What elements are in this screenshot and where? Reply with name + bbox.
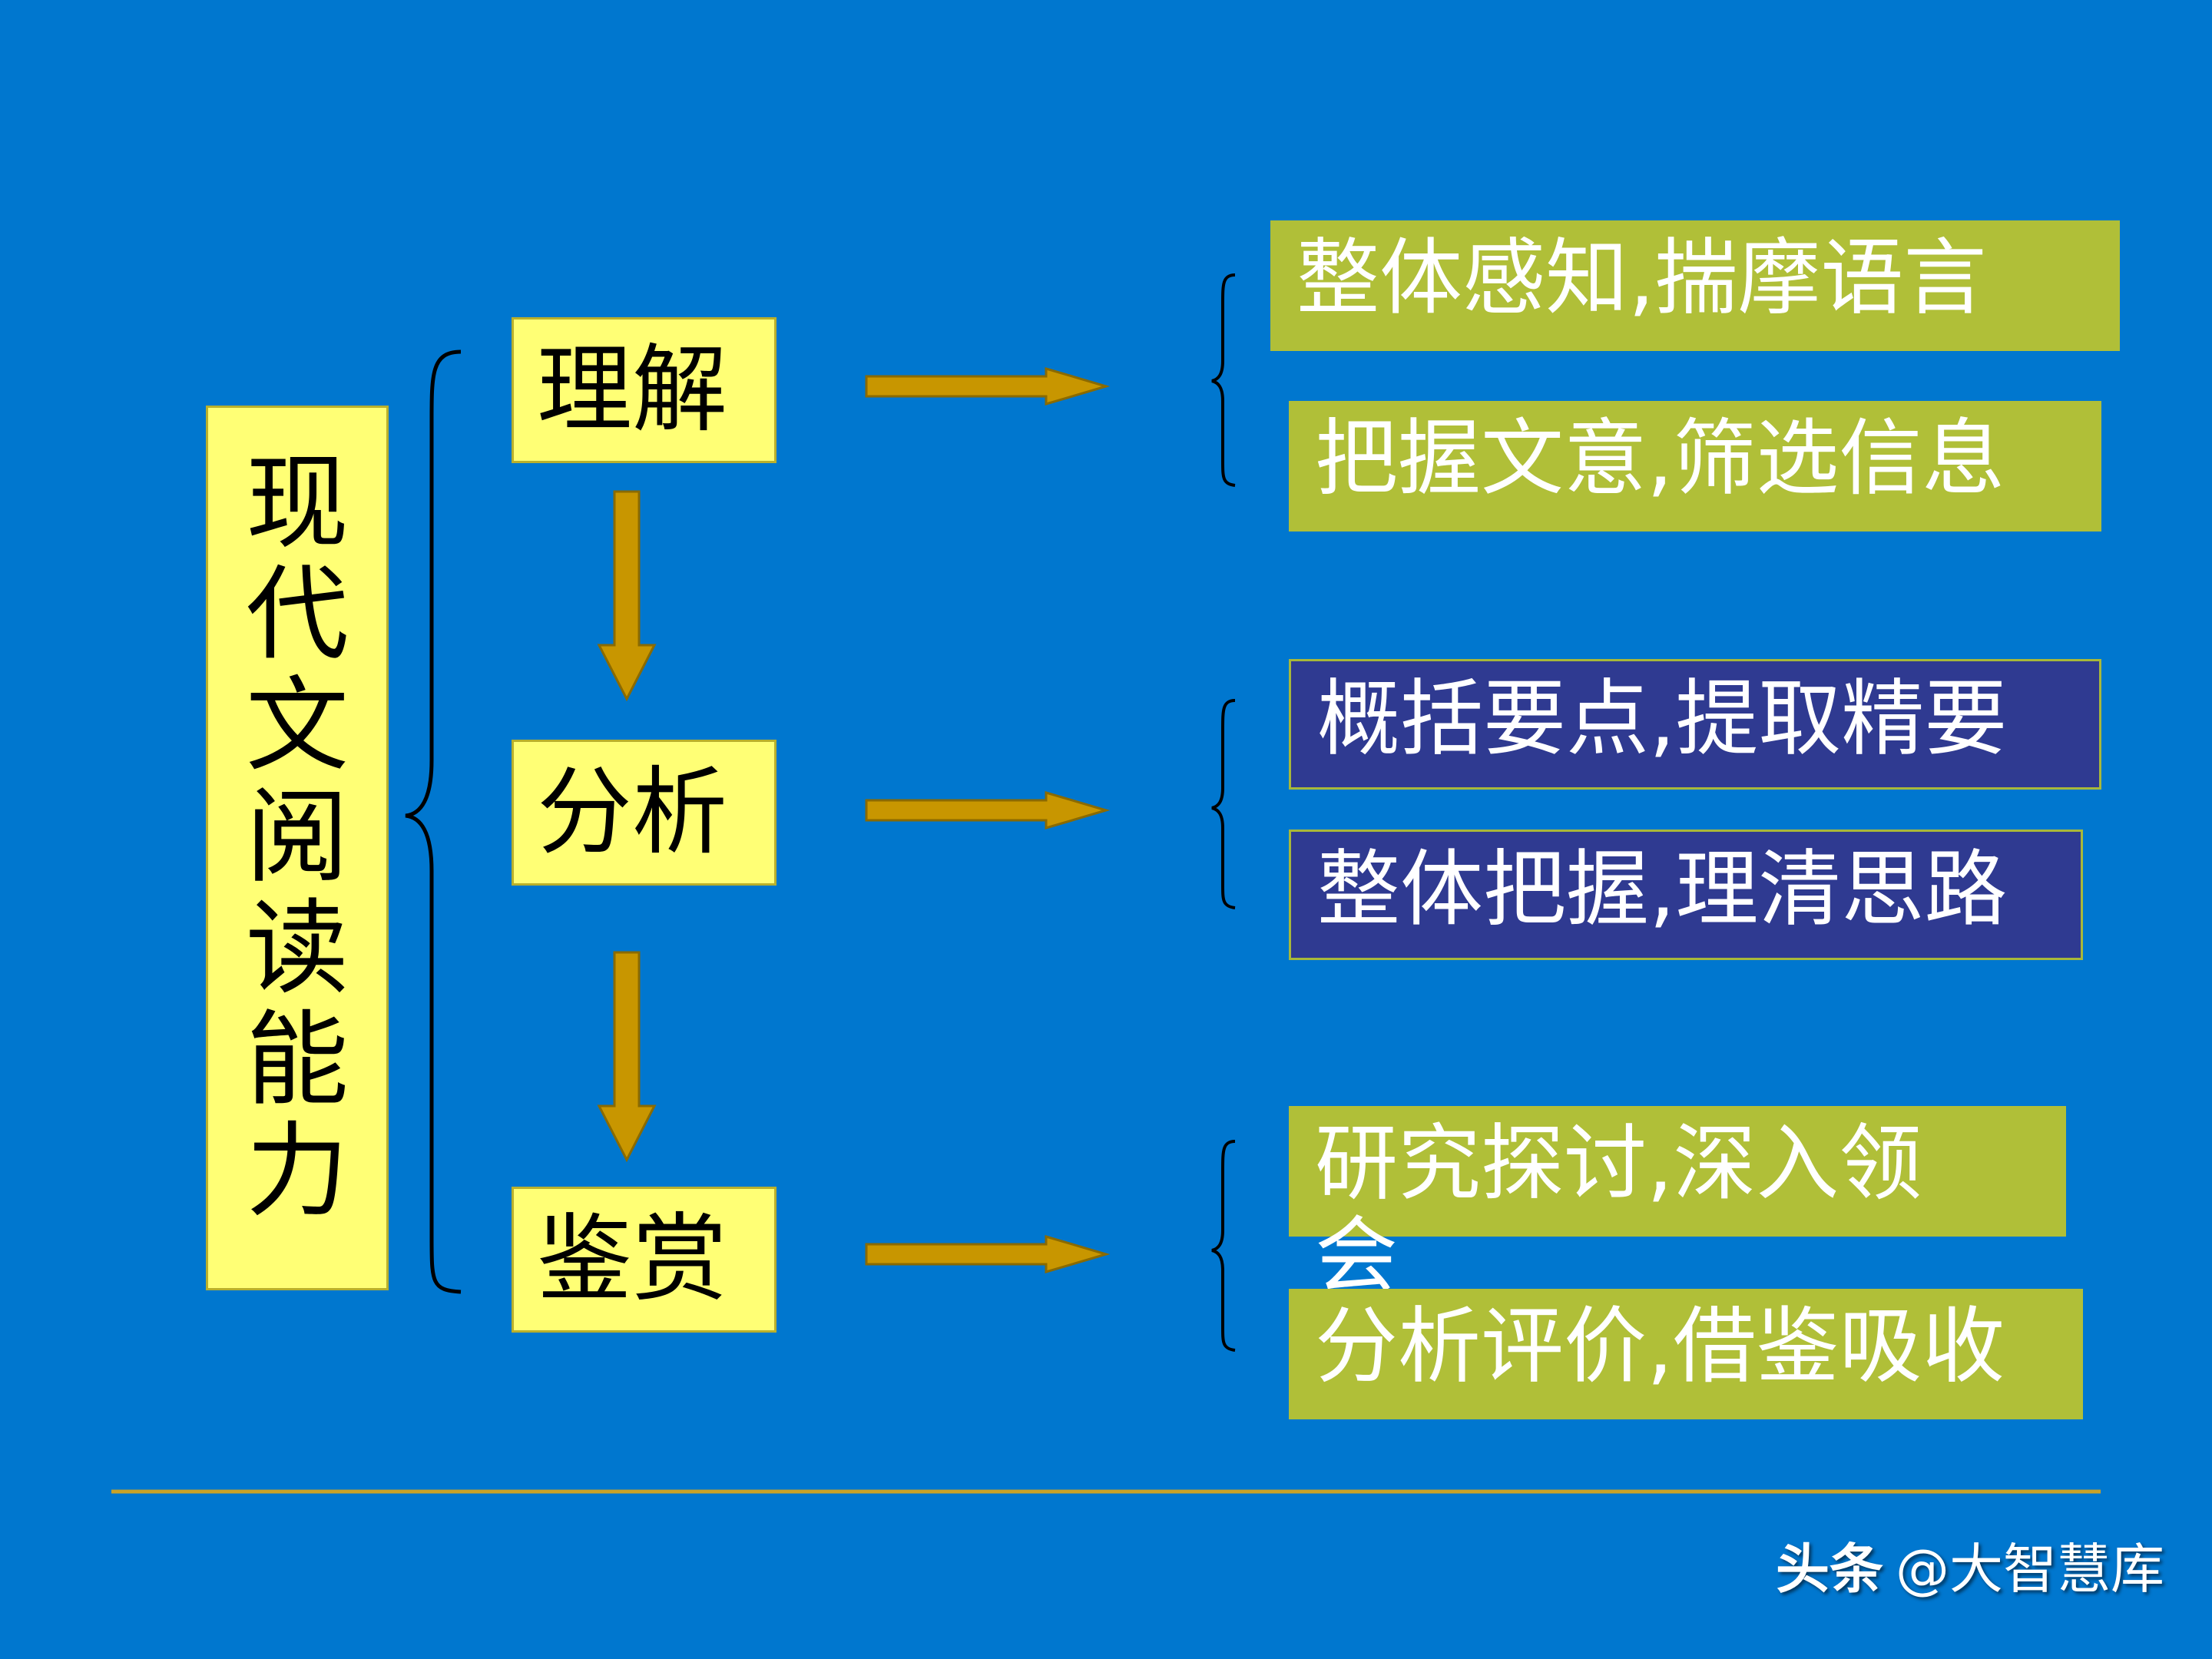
item-box-2: 把握文意,筛选信息 (1289, 401, 2101, 531)
item-text: 把握文意,筛选信息 (1315, 411, 2005, 507)
item-text: 整体感知,揣摩语言 (1296, 230, 1987, 326)
item-box-3: 概括要点,提取精要 (1289, 659, 2101, 790)
item-box-6: 分析评价,借鉴吸收 (1289, 1289, 2083, 1419)
stage-label: 分析 (537, 757, 728, 868)
right-arrow-2 (865, 790, 1111, 830)
down-arrow-2 (597, 951, 657, 1163)
stage-label: 理解 (537, 335, 728, 445)
brace-2 (1211, 699, 1236, 909)
right-arrow-1 (865, 366, 1111, 406)
item-box-5: 研究探讨,深入领会 (1289, 1106, 2066, 1303)
right-arrow-3 (865, 1234, 1111, 1274)
item-text: 研究探讨,深入领会 (1315, 1116, 1922, 1304)
stage-understand: 理解 (512, 317, 777, 463)
stage-label: 鉴赏 (537, 1204, 728, 1315)
stage-appreciate: 鉴赏 (512, 1187, 777, 1333)
stage-analyze: 分析 (512, 740, 777, 886)
watermark-brand: 头条 (1776, 1538, 1883, 1601)
item-box-1: 整体感知,揣摩语言 (1270, 220, 2120, 351)
brace-1 (1211, 273, 1236, 487)
item-text: 分析评价,借鉴吸收 (1315, 1299, 2005, 1395)
down-arrow-1 (597, 490, 657, 702)
watermark: 头条@大智慧库 (1776, 1526, 2164, 1604)
main-brace (405, 349, 462, 1294)
watermark-handle: @大智慧库 (1896, 1538, 2164, 1601)
title-text: 现代文阅读能力 (245, 443, 349, 1231)
brace-3 (1211, 1140, 1236, 1352)
title-box: 现代文阅读能力 (206, 406, 389, 1290)
item-text: 概括要点,提取精要 (1317, 671, 2008, 767)
item-text: 整体把握,理清思路 (1317, 842, 2008, 938)
item-box-4: 整体把握,理清思路 (1289, 830, 2083, 960)
